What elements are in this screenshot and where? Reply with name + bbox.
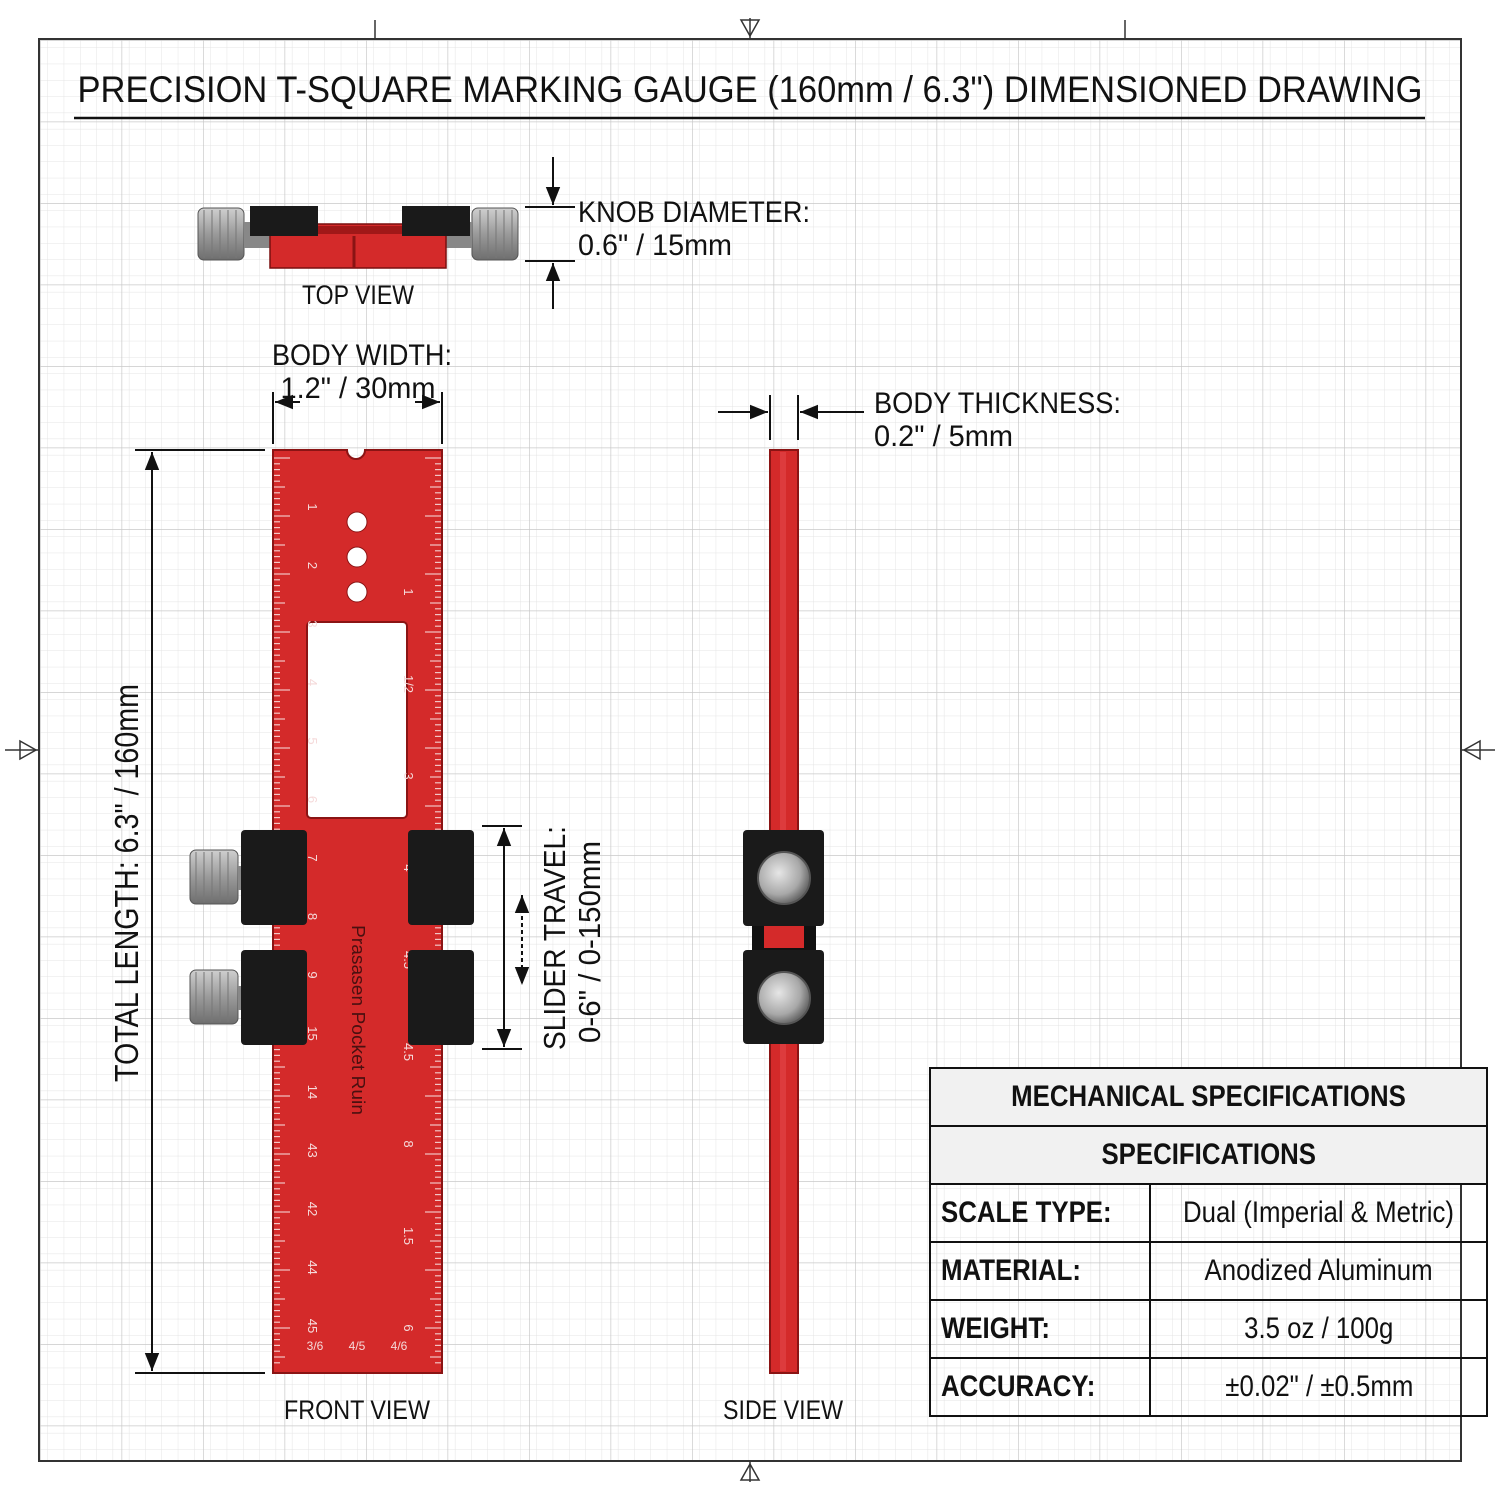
spec-value: ±0.02" / ±0.5mm xyxy=(1149,1357,1489,1417)
ruler-number: 4.5 xyxy=(401,1043,416,1061)
ruler-number: 42 xyxy=(305,1202,320,1216)
total-length-dimension xyxy=(135,449,265,1374)
spec-key: ACCURACY: xyxy=(928,1357,1152,1417)
side-knob-lower-icon xyxy=(757,971,811,1025)
body-thickness-label: BODY THICKNESS: xyxy=(874,387,1121,420)
ruler-number: 1.5 xyxy=(401,1227,416,1245)
spec-value: Anodized Aluminum xyxy=(1149,1241,1489,1301)
spec-row-scale-type: SCALE TYPE: Dual (Imperial & Metric) xyxy=(928,1183,1489,1243)
ruler-number: 8 xyxy=(305,913,320,920)
ruler-number: 3 xyxy=(401,772,416,779)
ruler-number: 1 xyxy=(305,503,320,510)
ruler-number: 3/6 xyxy=(307,1339,324,1353)
knob-diameter-label: KNOB DIAMETER: xyxy=(578,196,810,229)
slider-travel-label: SLIDER TRAVEL: xyxy=(537,826,572,1050)
ruler-number: 15 xyxy=(305,1026,320,1040)
spec-value: Dual (Imperial & Metric) xyxy=(1149,1183,1489,1243)
knob-diameter-dimension xyxy=(525,157,575,309)
side-view-label: SIDE VIEW xyxy=(723,1395,843,1425)
ruler-number: 4/6 xyxy=(391,1339,408,1353)
spec-row-weight: WEIGHT: 3.5 oz / 100g xyxy=(928,1299,1489,1359)
ruler-number: 6 xyxy=(305,796,320,803)
body-thickness-dimension xyxy=(718,395,864,440)
slider-lower[interactable] xyxy=(189,950,474,1045)
spec-key: SCALE TYPE: xyxy=(928,1183,1152,1243)
ruler-number: 1/2 xyxy=(401,675,416,693)
slider-travel-dimension xyxy=(482,825,530,1050)
ruler-number: 9 xyxy=(305,971,320,978)
slider-travel-value: 0-6" / 0-150mm xyxy=(572,841,607,1043)
ruler-window xyxy=(306,621,408,819)
knob-diameter-value: 0.6" / 15mm xyxy=(578,229,732,262)
spec-row-accuracy: ACCURACY: ±0.02" / ±0.5mm xyxy=(928,1357,1489,1417)
ruler-bottom-scale: 3/6 4/5 4/6 xyxy=(307,1339,408,1353)
side-view xyxy=(743,449,824,1374)
total-length-label: TOTAL LENGTH: 6.3" / 160mm xyxy=(108,684,145,1082)
ruler-brand: Prasasen Pocket Ruin xyxy=(348,925,368,1115)
knob-left-icon xyxy=(197,207,245,261)
specifications-table: MECHANICAL SPECIFICATIONS SPECIFICATIONS… xyxy=(928,1067,1489,1417)
spec-value: 3.5 oz / 100g xyxy=(1149,1299,1489,1359)
ruler-number: 45 xyxy=(305,1319,320,1333)
ruler-number: 4 xyxy=(305,679,320,686)
ruler-number: 2 xyxy=(305,562,320,569)
ruler-number: 5 xyxy=(305,737,320,744)
slider-upper[interactable] xyxy=(189,830,474,925)
ruler-number: 14 xyxy=(305,1085,320,1099)
ruler-number: 1 xyxy=(401,588,416,595)
drawing-title: PRECISION T-SQUARE MARKING GAUGE (160mm … xyxy=(78,69,1423,110)
ruler-number: 8 xyxy=(401,1140,416,1147)
spec-key: MATERIAL: xyxy=(928,1241,1152,1301)
spec-subheader: SPECIFICATIONS xyxy=(928,1125,1489,1185)
spec-row-material: MATERIAL: Anodized Aluminum xyxy=(928,1241,1489,1301)
body-width-label: BODY WIDTH: xyxy=(272,339,452,372)
spec-key: WEIGHT: xyxy=(928,1299,1152,1359)
ruler-number: 4/5 xyxy=(349,1339,366,1353)
side-knob-upper-icon xyxy=(757,851,811,905)
ruler-number: 3 xyxy=(305,620,320,627)
ruler-number: 7 xyxy=(305,854,320,861)
top-view-label: TOP VIEW xyxy=(302,280,414,310)
top-view xyxy=(197,206,519,269)
body-width-dimension xyxy=(272,392,443,444)
front-view-label: FRONT VIEW xyxy=(284,1395,430,1425)
knob-right-icon xyxy=(471,207,519,261)
spec-header: MECHANICAL SPECIFICATIONS xyxy=(928,1067,1489,1127)
body-thickness-value: 0.2" / 5mm xyxy=(874,420,1013,453)
ruler-number: 44 xyxy=(305,1260,320,1274)
centering-marks xyxy=(5,18,1495,1482)
ruler-number: 43 xyxy=(305,1143,320,1157)
ruler-number: 6 xyxy=(401,1324,416,1331)
body-width-value: 1.2" / 30mm xyxy=(281,372,436,405)
